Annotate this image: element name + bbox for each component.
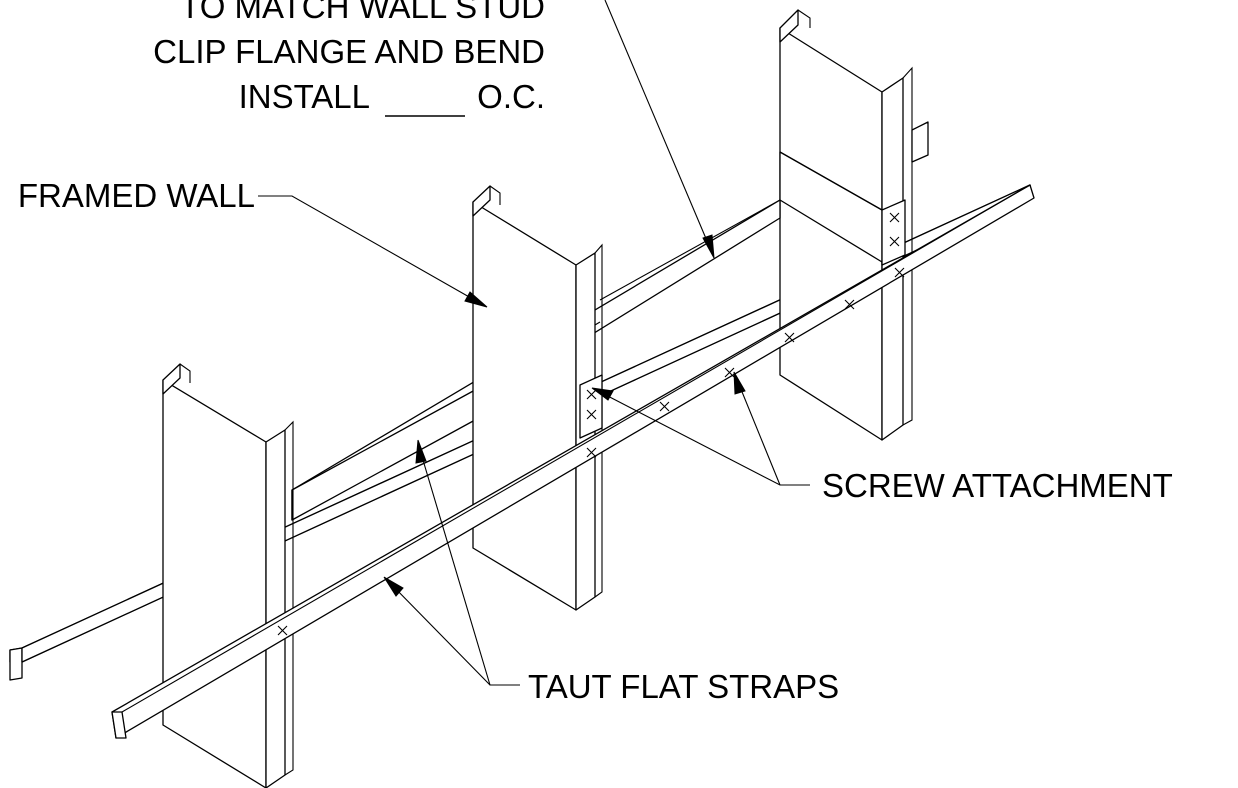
- screw-x: [889, 212, 900, 223]
- leader-taut-straps: [383, 439, 520, 686]
- clip-note-line2: CLIP FLANGE AND BEND: [153, 33, 545, 70]
- clip-note-line1: TO MATCH WALL STUD: [180, 0, 545, 25]
- framed-wall-label: FRAMED WALL: [18, 177, 255, 214]
- leader-clip: [604, 0, 715, 259]
- screw-x: [889, 236, 900, 247]
- screw-x: [724, 367, 735, 378]
- screw-marks: [277, 212, 905, 636]
- stud-middle: [472, 185, 603, 611]
- clip-note-line3-prefix: INSTALL: [239, 78, 370, 115]
- leader-screw-attachment: [591, 371, 810, 486]
- screw-x: [586, 409, 597, 420]
- screw-x: [844, 299, 855, 310]
- front-strap: [111, 184, 1035, 739]
- screw-x: [894, 267, 905, 278]
- screw-x: [784, 332, 795, 343]
- stud-left: [162, 363, 294, 788]
- screw-x: [586, 447, 597, 458]
- stud-right: [779, 9, 929, 441]
- screw-x: [586, 389, 597, 400]
- clip-note-line3-suffix: O.C.: [477, 78, 545, 115]
- leader-framed-wall: [258, 195, 488, 308]
- screw-x: [277, 625, 288, 636]
- screw-attachment-label: SCREW ATTACHMENT: [822, 467, 1173, 504]
- taut-flat-straps-label: TAUT FLAT STRAPS: [528, 668, 839, 705]
- screw-x: [659, 401, 670, 412]
